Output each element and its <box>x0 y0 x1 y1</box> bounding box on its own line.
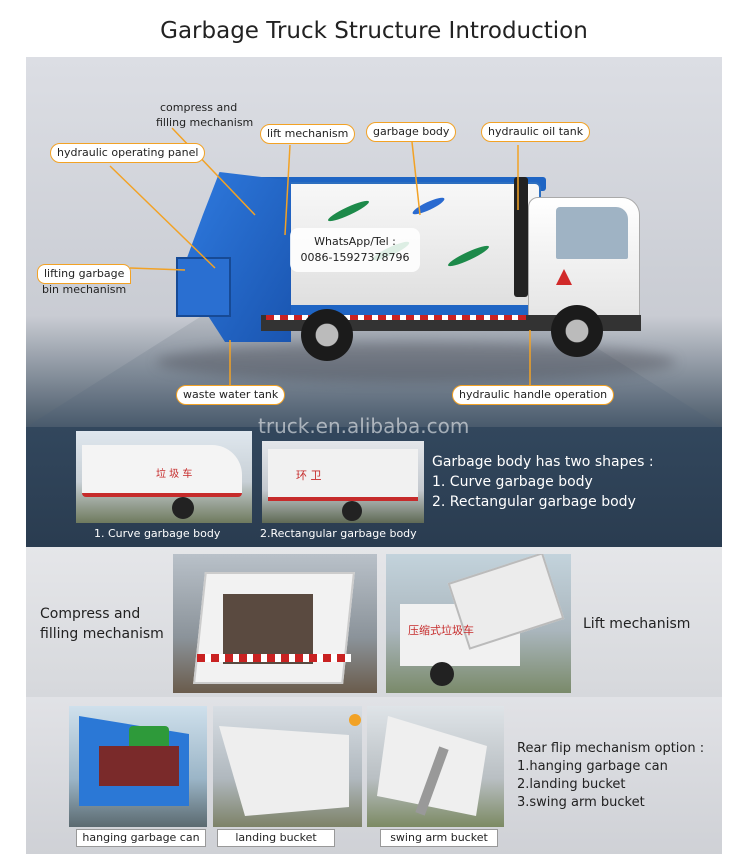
label-garbage-body: garbage body <box>366 122 457 142</box>
caption-hanging-can: hanging garbage can <box>76 829 206 847</box>
rear-flip-heading: Rear flip mechanism option : <box>517 741 705 756</box>
rear-flip-item-1: 1.hanging garbage can <box>517 759 668 774</box>
contact-phone: 0086-15927378796 <box>300 251 410 264</box>
curve-body-photo: 垃 圾 车 <box>76 431 252 523</box>
label-lift-mechanism: lift mechanism <box>260 124 356 144</box>
caption-rectangular: 2.Rectangular garbage body <box>260 527 417 540</box>
photo1-text: 垃 圾 车 <box>156 469 193 480</box>
compress-label: Compress and filling mechanism <box>40 604 164 644</box>
swing-arm-photo <box>367 706 504 827</box>
body-shapes-text: Garbage body has two shapes : 1. Curve g… <box>432 452 654 512</box>
caption-swing-arm: swing arm bucket <box>380 829 498 847</box>
label-hydraulic-handle: hydraulic handle operation <box>452 385 615 405</box>
compress-label-line1: Compress and <box>40 606 141 622</box>
reflective-stripe <box>266 315 526 320</box>
body-shapes-heading: Garbage body has two shapes : <box>432 454 654 470</box>
caption-landing-bucket: landing bucket <box>217 829 335 847</box>
watermark-text: truck.en.alibaba.com <box>258 414 470 438</box>
label-hydraulic-oil-tank: hydraulic oil tank <box>481 122 591 142</box>
caption-curve: 1. Curve garbage body <box>94 527 221 540</box>
page-title: Garbage Truck Structure Introduction <box>160 18 588 44</box>
bin-lifter <box>176 257 231 317</box>
lift-label: Lift mechanism <box>583 616 691 632</box>
body-shape-item-1: 1. Curve garbage body <box>432 474 593 490</box>
lift-photo-text: 压缩式垃圾车 <box>408 624 474 637</box>
body-shape-item-2: 2. Rectangular garbage body <box>432 494 636 510</box>
front-wheel <box>551 305 603 357</box>
rear-wheel <box>301 309 353 361</box>
label-lifting-line2: bin mechanism <box>42 283 127 296</box>
lift-photo: 压缩式垃圾车 <box>386 554 571 693</box>
label-compress-line2: filling mechanism <box>156 116 254 129</box>
leader-lines <box>109 127 531 386</box>
rear-flip-item-2: 2.landing bucket <box>517 777 626 792</box>
rear-flip-item-3: 3.swing arm bucket <box>517 795 645 810</box>
cab-window <box>556 207 628 259</box>
rectangular-body-photo: 环 卫 <box>262 441 424 523</box>
contact-box: WhatsApp/Tel : 0086-15927378796 <box>290 228 420 272</box>
hanging-can-photo <box>69 706 207 827</box>
photo2-text: 环 卫 <box>296 469 322 482</box>
landing-bucket-photo <box>213 706 362 827</box>
label-hydraulic-panel: hydraulic operating panel <box>50 143 206 163</box>
compress-label-line2: filling mechanism <box>40 626 164 642</box>
label-compress-line1: compress and <box>160 101 238 114</box>
label-lifting-line1: lifting garbage <box>37 264 132 284</box>
label-waste-water-tank: waste water tank <box>176 385 286 405</box>
rear-flip-text: Rear flip mechanism option : 1.hanging g… <box>517 740 704 812</box>
contact-line1: WhatsApp/Tel : <box>314 235 396 248</box>
compress-photo <box>173 554 377 693</box>
